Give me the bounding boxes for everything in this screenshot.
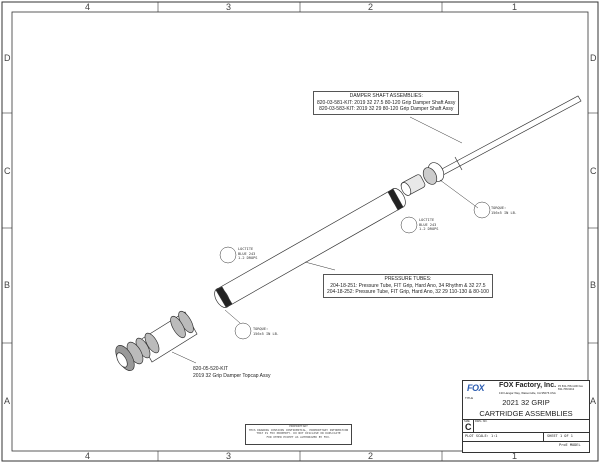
note-line: 1-2 DROPS <box>419 227 439 231</box>
company-phone: Ph 831-768-1100 Fax 831-768-9312 <box>558 385 583 391</box>
note-line: TORQUE: <box>491 206 507 210</box>
column-label-4: 4 <box>85 2 91 12</box>
row-label-a-right: A <box>590 396 597 406</box>
model-footer: ProE MODEL <box>559 443 581 447</box>
column-label-1: 1 <box>512 2 518 12</box>
callout-title: DAMPER SHAFT ASSEMBLIES: <box>349 93 423 99</box>
note-line: THAT IS FOX PROPERTY. DO NOT DISCLOSE OR… <box>256 431 341 436</box>
callout-title: PRESSURE TUBES: <box>384 276 432 282</box>
callout-line: 204-18-252: Pressure Tube, FIT Grip, Har… <box>327 289 489 295</box>
topcap-callout: 820-05-520-KIT 2019 32 Grip Damper Topca… <box>190 365 273 380</box>
company-address: 130 Hangar Way, Watsonville, CA 95076 US… <box>499 391 556 395</box>
note-line: 1-2 DROPS <box>238 256 258 260</box>
note-line: BLUE 243 <box>419 222 437 227</box>
loctite-note-tube: LOCTITE BLUE 243 1-2 DROPS <box>238 247 257 261</box>
row-label-b-right: B <box>590 280 597 290</box>
column-label-2: 2 <box>368 2 374 12</box>
note-line: PROPRIETARY <box>289 424 308 428</box>
note-line: TORQUE: <box>253 327 269 331</box>
divider <box>543 432 544 441</box>
torque-note-tube: TORQUE: 156±5 IN LB. <box>253 327 279 336</box>
divider <box>473 419 474 432</box>
column-label-3-bottom: 3 <box>226 451 232 461</box>
callout-line: 820-05-520-KIT <box>193 366 229 372</box>
divider <box>463 432 589 433</box>
plot-scale: PLOT SCALE: 1:1 <box>465 434 498 438</box>
divider <box>463 419 589 420</box>
dwg-no-label: DWG. NO. <box>475 420 488 423</box>
note-line: FOR OTHER EXCEPT AS AUTHORIZED BY FOX. <box>266 434 331 439</box>
fox-logo: FOX <box>467 383 485 393</box>
size-label: SIZE <box>464 420 470 423</box>
column-label-4-bottom: 4 <box>85 451 91 461</box>
note-line: 156±5 IN LB. <box>491 210 517 215</box>
proprietary-note: PROPRIETARY THIS DRAWING CONTAINS CONFID… <box>245 424 352 445</box>
drawing-title-line1: 2021 32 GRIP <box>502 398 550 407</box>
column-label-1-bottom: 1 <box>512 451 518 461</box>
column-label-3: 3 <box>226 2 232 12</box>
note-line: BLUE 243 <box>238 251 256 256</box>
column-label-2-bottom: 2 <box>368 451 374 461</box>
pressure-tubes-callout: PRESSURE TUBES: 204-18-251: Pressure Tub… <box>323 274 493 298</box>
callout-line: 204-18-251: Pressure Tube, FIT Grip, Har… <box>330 282 486 289</box>
sheet-size: C <box>465 422 472 432</box>
callout-line: 2019 32 Grip Damper Topcap Assy <box>193 372 271 379</box>
row-label-b: B <box>4 280 11 290</box>
company-name: FOX Factory, Inc. <box>499 382 557 389</box>
drawing-title-line2: CARTRIDGE ASSEMBLIES <box>479 409 573 418</box>
note-line: THIS DRAWING CONTAINS CONFIDENTIAL, PROP… <box>248 427 349 432</box>
row-label-a: A <box>4 396 11 406</box>
callout-line: 820-03-583-KIT: 2019 32 29 80-120 Grip D… <box>319 106 454 112</box>
note-line: 156±5 IN LB. <box>253 331 279 336</box>
row-label-d: D <box>4 53 11 63</box>
row-label-c: C <box>4 166 11 176</box>
title-block: FOX FOX Factory, Inc. 130 Hangar Way, Wa… <box>462 380 590 453</box>
sheet-number: SHEET 1 OF 1 <box>547 434 573 438</box>
damper-shaft-callout: DAMPER SHAFT ASSEMBLIES: 820-03-581-KIT:… <box>313 91 460 115</box>
loctite-note-shaft: LOCTITE BLUE 243 1-2 DROPS <box>419 218 438 232</box>
topcap-assembly <box>115 310 198 371</box>
divider <box>463 441 589 442</box>
row-label-c-right: C <box>590 166 597 176</box>
damper-shaft <box>400 95 582 196</box>
note-line: LOCTITE <box>419 218 435 222</box>
pressure-tube <box>214 188 406 308</box>
callout-line: 820-03-581-KIT: 2019 32 27.5 80-120 Grip… <box>317 99 456 106</box>
note-line: LOCTITE <box>238 247 254 251</box>
row-label-d-right: D <box>590 53 597 63</box>
torque-note-shaft: TORQUE: 156±5 IN LB. <box>491 206 517 215</box>
title-label: TITLE <box>465 396 474 400</box>
